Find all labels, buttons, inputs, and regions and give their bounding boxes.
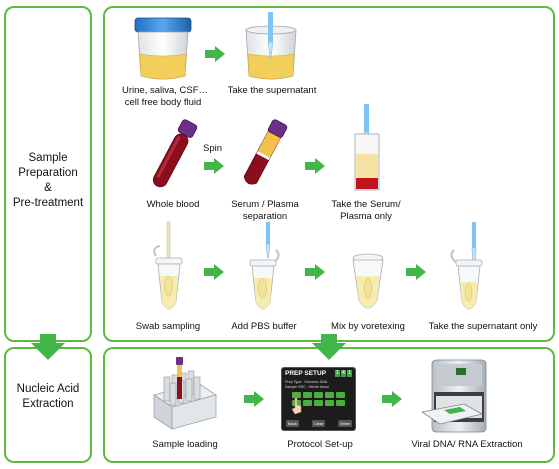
caption-take-serum: Take the Serum/ Plasma only bbox=[326, 199, 406, 223]
caption-viral-extraction: Viral DNA/ RNA Extraction bbox=[411, 439, 523, 450]
swab-tube-icon bbox=[153, 221, 183, 310]
keypad-key[interactable] bbox=[303, 400, 312, 406]
keypad-key[interactable] bbox=[325, 400, 334, 406]
supernatant-cup-icon bbox=[245, 12, 297, 80]
stage-panel-extraction: Nucleic Acid Extraction bbox=[4, 347, 92, 463]
stage-label-preparation: Sample Preparation & Pre-treatment bbox=[6, 151, 90, 211]
stage-label-extraction: Nucleic Acid Extraction bbox=[6, 382, 90, 412]
screen-clear-button[interactable]: Clear bbox=[311, 420, 326, 427]
protocol-screen: PREP SETUP 1 4 1 Prep Type : Genomic DNA… bbox=[281, 367, 356, 431]
screen-digit: 1 bbox=[334, 370, 340, 377]
down-arrow-icon bbox=[31, 334, 65, 360]
vortex-tube-icon bbox=[352, 253, 384, 309]
caption-serum-separation: Serum / Plasma separation bbox=[225, 199, 305, 223]
down-arrow-icon bbox=[312, 334, 346, 360]
screen-line: Sample SRC : Whole blood bbox=[285, 385, 329, 389]
caption-take-supernatant: Take the supernatant bbox=[227, 85, 317, 96]
caption-line: Take the Serum/ bbox=[331, 199, 401, 210]
pointer-hand-icon bbox=[291, 397, 302, 415]
right-arrow-icon bbox=[305, 158, 325, 174]
sample-rack-icon bbox=[153, 357, 217, 430]
right-arrow-icon bbox=[204, 264, 224, 280]
screen-digit: 1 bbox=[346, 370, 352, 377]
blood-tube-icon bbox=[152, 119, 198, 188]
extraction-instrument-icon bbox=[420, 359, 487, 433]
keypad-key[interactable] bbox=[292, 392, 301, 398]
separated-tube-icon bbox=[243, 119, 288, 185]
stage-label-line: Nucleic Acid bbox=[16, 383, 80, 395]
caption-protocol-setup: Protocol Set-up bbox=[287, 439, 353, 450]
keypad-key[interactable] bbox=[336, 392, 345, 398]
screen-enter-button[interactable]: Enter bbox=[338, 420, 352, 427]
serum-tube-icon bbox=[354, 104, 380, 191]
screen-line: Prep Type : Genomic DNA bbox=[285, 380, 328, 384]
right-arrow-icon bbox=[204, 158, 224, 174]
caption-fluid: Urine, saliva, CSF… cell free body fluid bbox=[122, 85, 209, 109]
supernatant-tube-icon bbox=[450, 222, 483, 310]
caption-whole-blood: Whole blood bbox=[146, 199, 200, 210]
urine-cup-icon bbox=[134, 17, 192, 80]
caption-line: Urine, saliva, CSF… bbox=[122, 85, 209, 96]
keypad-key[interactable] bbox=[325, 392, 334, 398]
keypad-key[interactable] bbox=[336, 400, 345, 406]
right-arrow-icon bbox=[382, 391, 402, 407]
right-arrow-icon bbox=[205, 46, 225, 62]
caption-line: Plasma only bbox=[340, 211, 392, 222]
stage-label-line: Extraction bbox=[22, 398, 74, 410]
stage-label-line: Preparation bbox=[18, 167, 78, 179]
keypad-key[interactable] bbox=[314, 392, 323, 398]
keypad-key[interactable] bbox=[314, 400, 323, 406]
spin-label: Spin bbox=[203, 143, 223, 154]
screen-buttons: Back Clear Enter bbox=[286, 420, 352, 427]
screen-digit: 4 bbox=[340, 370, 346, 377]
pbs-tube-icon bbox=[249, 222, 280, 310]
right-arrow-icon bbox=[406, 264, 426, 280]
caption-line: cell free body fluid bbox=[124, 97, 202, 108]
caption-swab-sampling: Swab sampling bbox=[135, 321, 201, 332]
caption-line: Serum / Plasma bbox=[231, 199, 299, 210]
screen-back-button[interactable]: Back bbox=[286, 420, 299, 427]
stage-label-line: Pre-treatment bbox=[12, 197, 84, 209]
stage-label-line: & bbox=[44, 182, 52, 194]
keypad-key[interactable] bbox=[303, 392, 312, 398]
stage-label-line: Sample bbox=[28, 152, 68, 164]
right-arrow-icon bbox=[305, 264, 325, 280]
caption-add-pbs: Add PBS buffer bbox=[231, 321, 297, 332]
caption-sample-loading: Sample loading bbox=[152, 439, 218, 450]
right-arrow-icon bbox=[244, 391, 264, 407]
caption-take-supernatant-only: Take the supernatant only bbox=[428, 321, 538, 332]
caption-vortex: Mix by voretexing bbox=[331, 321, 405, 332]
caption-line: separation bbox=[242, 211, 288, 222]
screen-title: PREP SETUP bbox=[285, 370, 327, 377]
stage-panel-preparation: Sample Preparation & Pre-treatment bbox=[4, 6, 92, 342]
screen-digits: 1 4 1 bbox=[334, 370, 352, 377]
